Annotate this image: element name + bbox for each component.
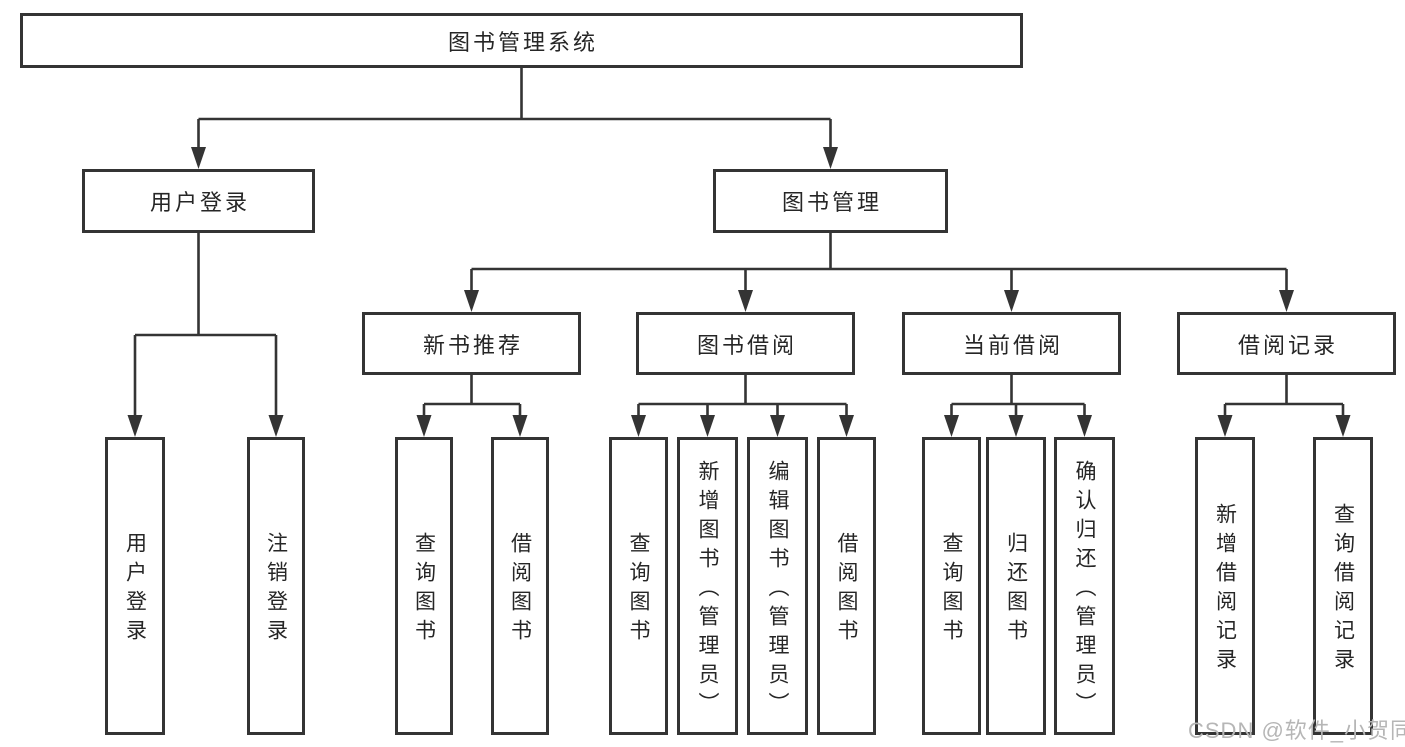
leaf-label: 确认归还（管理员）	[1073, 459, 1096, 721]
leaf-label: 用户登录	[123, 532, 147, 648]
connector-user-login-children	[133, 233, 278, 421]
leaf-logout-login: 注销登录	[247, 437, 305, 735]
leaf-label: 借阅图书	[835, 532, 858, 648]
node-label: 当前借阅	[962, 332, 1063, 358]
leaf-label: 借阅图书	[508, 532, 532, 648]
leaf-confirm-return-admin: 确认归还（管理员）	[1054, 437, 1115, 735]
leaf-label: 查询图书	[627, 532, 650, 648]
node-label: 图书管理系统	[447, 29, 598, 55]
csdn-watermark: CSDN @软件_小贺同学	[1188, 718, 1405, 743]
leaf-user-login: 用户登录	[105, 437, 165, 735]
node-borrowing-records: 借阅记录	[1177, 312, 1396, 375]
connector-book-borrowing-children	[637, 375, 848, 421]
connector-borrow-records-children	[1223, 375, 1345, 421]
node-book-borrowing: 图书借阅	[636, 312, 855, 375]
leaf-label: 注销登录	[264, 532, 288, 648]
leaf-label: 查询图书	[940, 532, 963, 648]
leaf-query-books-borrowing: 查询图书	[609, 437, 668, 735]
leaf-add-books-admin: 新增图书（管理员）	[677, 437, 738, 735]
leaf-add-borrow-record: 新增借阅记录	[1195, 437, 1255, 735]
node-label: 用户登录	[149, 190, 250, 215]
leaf-return-books: 归还图书	[986, 437, 1046, 735]
connector-current-borrowing-children	[950, 375, 1086, 421]
node-library-management-system: 图书管理系统	[20, 13, 1023, 68]
leaf-label: 查询图书	[412, 532, 436, 648]
node-label: 图书管理	[781, 190, 882, 215]
node-book-management: 图书管理	[713, 169, 948, 233]
node-new-book-recommendation: 新书推荐	[362, 312, 581, 375]
leaf-borrow-books-recommend: 借阅图书	[491, 437, 549, 735]
leaf-label: 查询借阅记录	[1331, 503, 1355, 677]
node-label: 图书借阅	[696, 332, 797, 358]
leaf-label: 归还图书	[1004, 532, 1028, 648]
node-current-borrowing: 当前借阅	[902, 312, 1121, 375]
node-label: 新书推荐	[422, 332, 523, 358]
leaf-label: 新增借阅记录	[1213, 503, 1237, 677]
connector-book-management-children	[470, 233, 1288, 298]
leaf-label: 新增图书（管理员）	[696, 459, 719, 721]
connector-new-book-children	[422, 375, 522, 421]
leaf-borrow-books-borrowing: 借阅图书	[817, 437, 876, 735]
leaf-edit-books-admin: 编辑图书（管理员）	[747, 437, 808, 735]
node-label: 借阅记录	[1237, 332, 1338, 358]
node-user-login: 用户登录	[82, 169, 315, 233]
leaf-query-books-recommend: 查询图书	[395, 437, 453, 735]
connector-root-to-level2	[197, 68, 832, 152]
leaf-query-books-current: 查询图书	[922, 437, 981, 735]
leaf-query-borrow-record: 查询借阅记录	[1313, 437, 1373, 735]
leaf-label: 编辑图书（管理员）	[766, 459, 789, 721]
